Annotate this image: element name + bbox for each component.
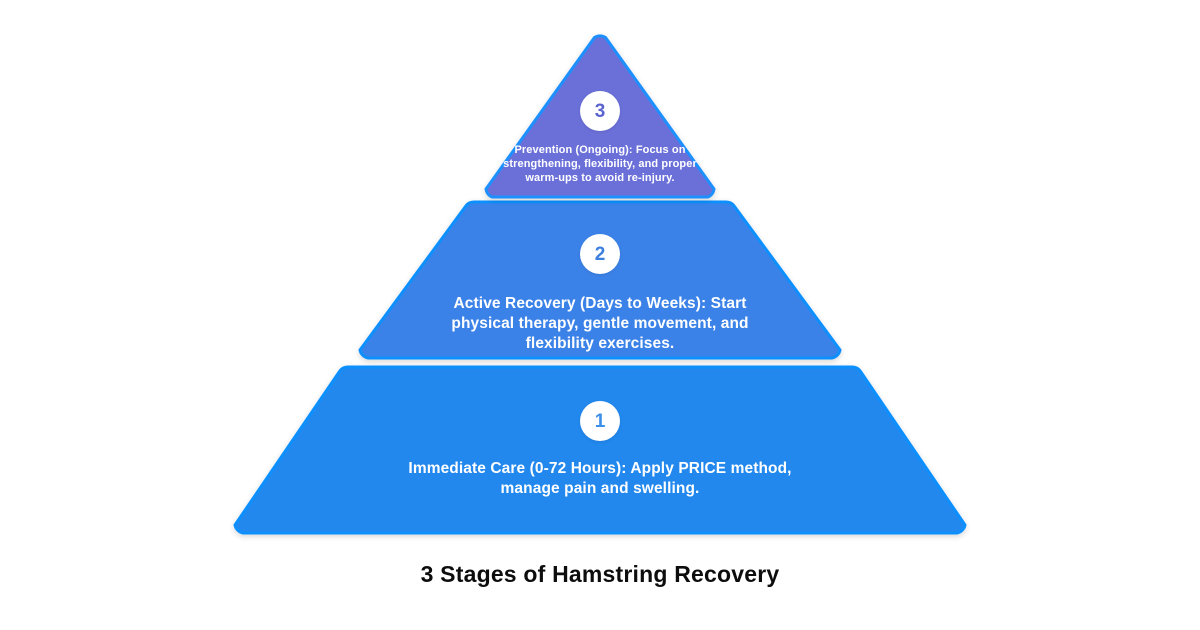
chart-title: 3 Stages of Hamstring Recovery [420,561,780,587]
tier-3-label: Prevention (Ongoing): Focus on strengthe… [503,144,697,185]
tier-2-number-badge[interactable]: 2 [580,234,620,274]
pyramid-tier-2-shape[interactable] [358,200,842,360]
tier-2-label: Active Recovery (Days to Weeks): Start p… [451,295,749,353]
tier-3-number-badge[interactable]: 3 [580,91,620,131]
pyramid-tier-1-shape[interactable] [233,365,967,535]
tier-1-label: Immediate Care (0-72 Hours): Apply PRICE… [408,460,792,498]
tier-1-number-badge[interactable]: 1 [580,401,620,441]
